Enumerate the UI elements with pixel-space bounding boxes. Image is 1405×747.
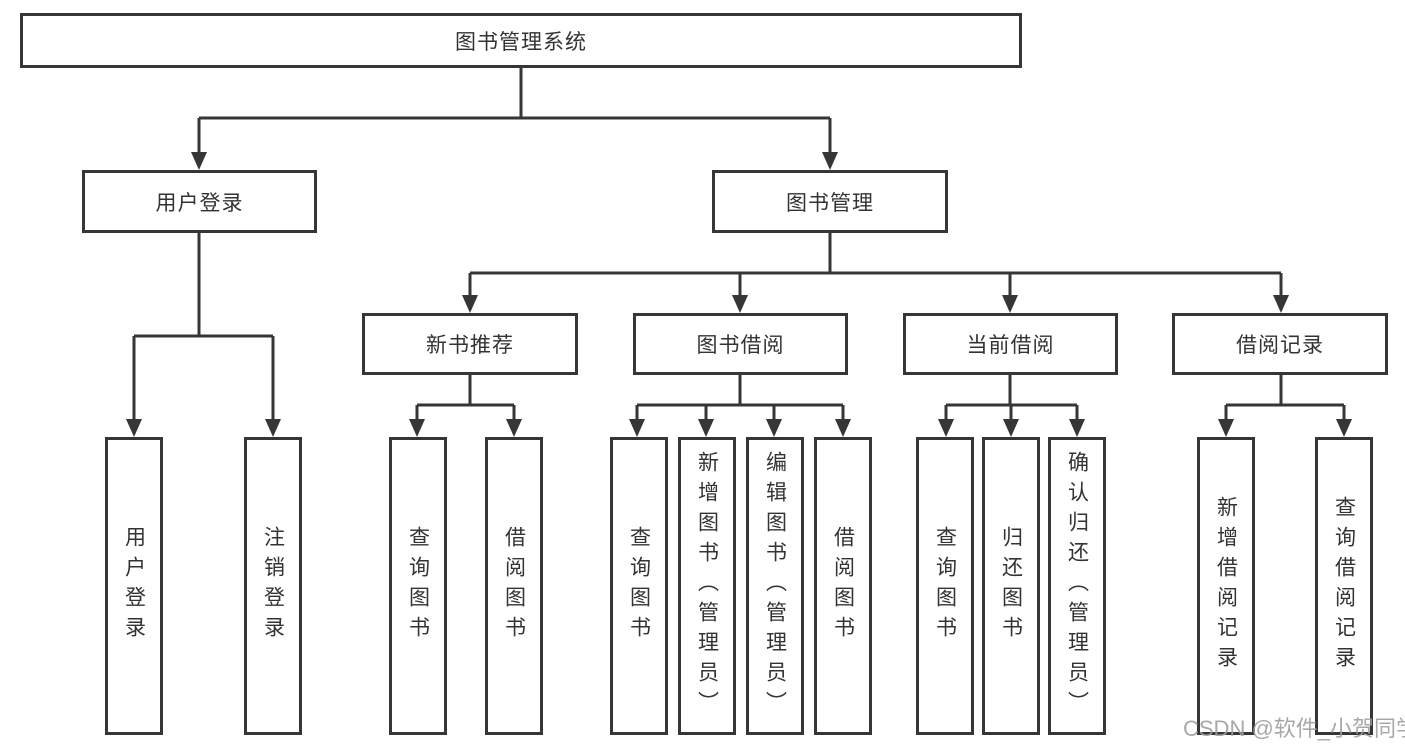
leaf-label: 用户登录 — [122, 526, 146, 646]
leaf-label: 注销登录 — [261, 526, 285, 646]
leaf-nbr-query-book: 查询图书 — [389, 437, 447, 735]
node-user-login: 用户登录 — [82, 170, 317, 233]
leaf-label: 查询图书 — [627, 526, 651, 646]
leaf-cb-confirm-return-admin: 确认归还（管理员） — [1048, 437, 1106, 735]
leaf-label: 借阅图书 — [502, 526, 526, 646]
node-label: 当前借阅 — [966, 334, 1055, 357]
leaf-cb-return-book: 归还图书 — [982, 437, 1040, 735]
leaf-label: 归还图书 — [999, 526, 1023, 646]
node-label: 借阅记录 — [1236, 334, 1324, 357]
group-current-borrow-children — [944, 375, 1079, 420]
connector-paths — [132, 68, 1346, 420]
group-book-borrow-children — [635, 375, 845, 420]
leaf-user-login: 用户登录 — [105, 437, 163, 735]
leaf-label: 新增借阅记录 — [1214, 496, 1238, 676]
branch-user-login-children — [132, 233, 275, 420]
leaf-bb-edit-book-admin: 编辑图书（管理员） — [746, 437, 804, 735]
node-root-system: 图书管理系统 — [20, 13, 1022, 68]
node-label: 图书借阅 — [696, 334, 785, 357]
node-label: 图书管理系统 — [455, 30, 587, 54]
node-book-borrowing: 图书借阅 — [633, 313, 848, 375]
leaf-label: 查询图书 — [933, 526, 957, 646]
leaf-bb-query-book: 查询图书 — [610, 437, 668, 735]
leaf-bb-add-book-admin: 新增图书（管理员） — [678, 437, 736, 735]
node-current-borrowing: 当前借阅 — [903, 313, 1118, 375]
arrowheads — [126, 152, 1352, 437]
node-borrowing-records: 借阅记录 — [1172, 313, 1388, 375]
leaf-cb-query-book: 查询图书 — [916, 437, 974, 735]
node-book-management: 图书管理 — [712, 170, 948, 233]
csdn-watermark: CSDN @软件_小贺同学 — [1183, 716, 1405, 741]
leaf-label: 新增图书（管理员） — [695, 451, 719, 721]
leaf-br-add-record: 新增借阅记录 — [1197, 437, 1255, 735]
node-label: 用户登录 — [155, 191, 244, 215]
leaf-label: 确认归还（管理员） — [1065, 451, 1089, 721]
leaf-label: 编辑图书（管理员） — [763, 451, 787, 721]
leaf-br-query-record: 查询借阅记录 — [1315, 437, 1373, 735]
leaf-label: 借阅图书 — [831, 526, 855, 646]
leaf-label: 查询借阅记录 — [1332, 496, 1356, 676]
trunk-root-to-level2 — [197, 68, 832, 153]
node-label: 新书推荐 — [426, 334, 514, 357]
group-borrow-record-children — [1224, 375, 1346, 420]
leaf-label: 查询图书 — [406, 526, 430, 646]
node-label: 图书管理 — [786, 191, 874, 215]
group-new-book-children — [415, 375, 516, 420]
leaf-nbr-borrow-book: 借阅图书 — [485, 437, 543, 735]
leaf-bb-borrow-book: 借阅图书 — [814, 437, 872, 735]
branch-book-management-children — [468, 233, 1283, 296]
node-new-book-recommendation: 新书推荐 — [362, 313, 578, 375]
leaf-logout: 注销登录 — [244, 437, 302, 735]
